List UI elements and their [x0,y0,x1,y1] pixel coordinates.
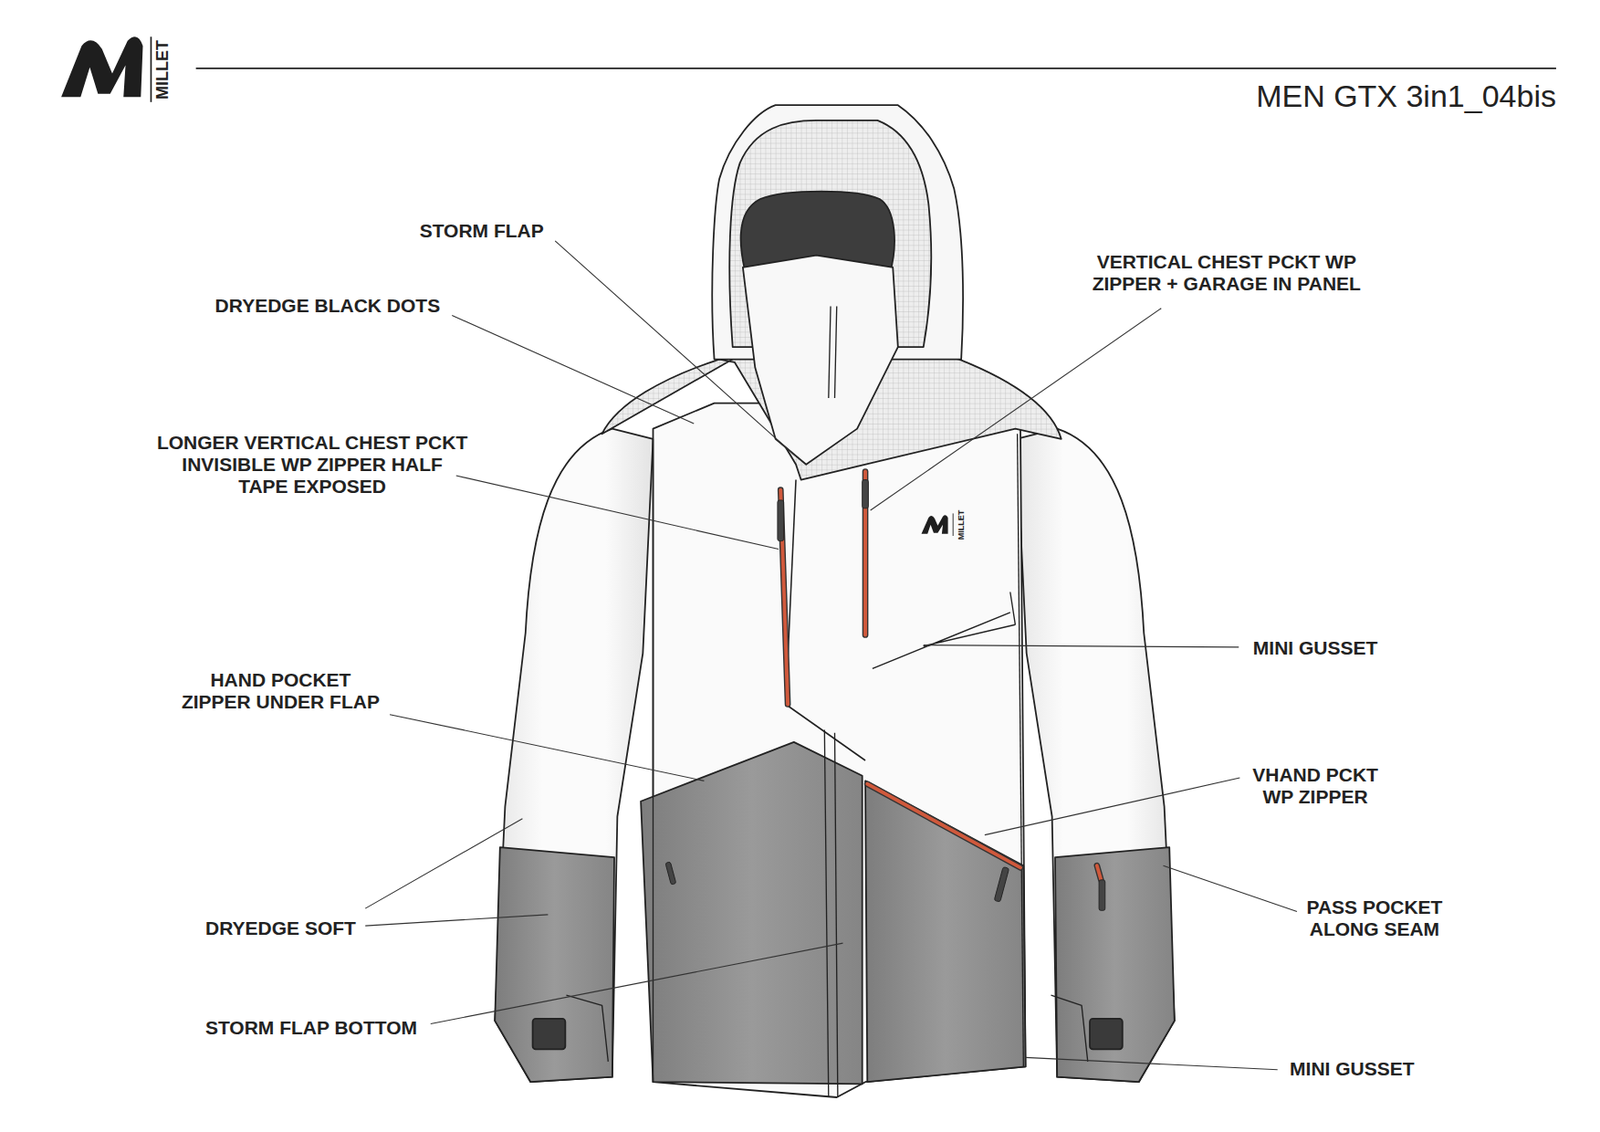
brand-name: MILLET [153,40,173,100]
callout-label: DRYEDGE SOFT [205,917,356,940]
header-rule [196,67,1557,70]
sheet-title: MEN GTX 3in1_04bis [1255,78,1557,115]
callout-label: STORM FLAP [419,219,544,242]
jacket [494,104,1175,1098]
callout-label: VHAND PCKT WP ZIPPER [1247,763,1383,808]
chest-logo [921,514,949,534]
logo-bar [150,36,153,103]
chest-logo-bar [952,512,954,536]
zippers [780,471,1101,880]
callout-label: MINI GUSSET [1253,637,1379,659]
callout-label: MINI GUSSET [1289,1057,1415,1080]
leader-lines [365,240,1297,1070]
zipper-pulls [665,480,1106,911]
brand-logo [61,36,143,97]
callout-label: VERTICAL CHEST PCKT WP ZIPPER + GARAGE I… [1068,250,1384,295]
callout-label: HAND POCKET ZIPPER UNDER FLAP [177,669,383,713]
callout-label: STORM FLAP BOTTOM [205,1016,418,1039]
callout-label: DRYEDGE BLACK DOTS [215,294,441,317]
brand-name: MILLET [956,509,966,540]
callout-label: PASS POCKET ALONG SEAM [1301,896,1448,941]
callout-label: LONGER VERTICAL CHEST PCKT INVISIBLE WP … [155,431,471,498]
